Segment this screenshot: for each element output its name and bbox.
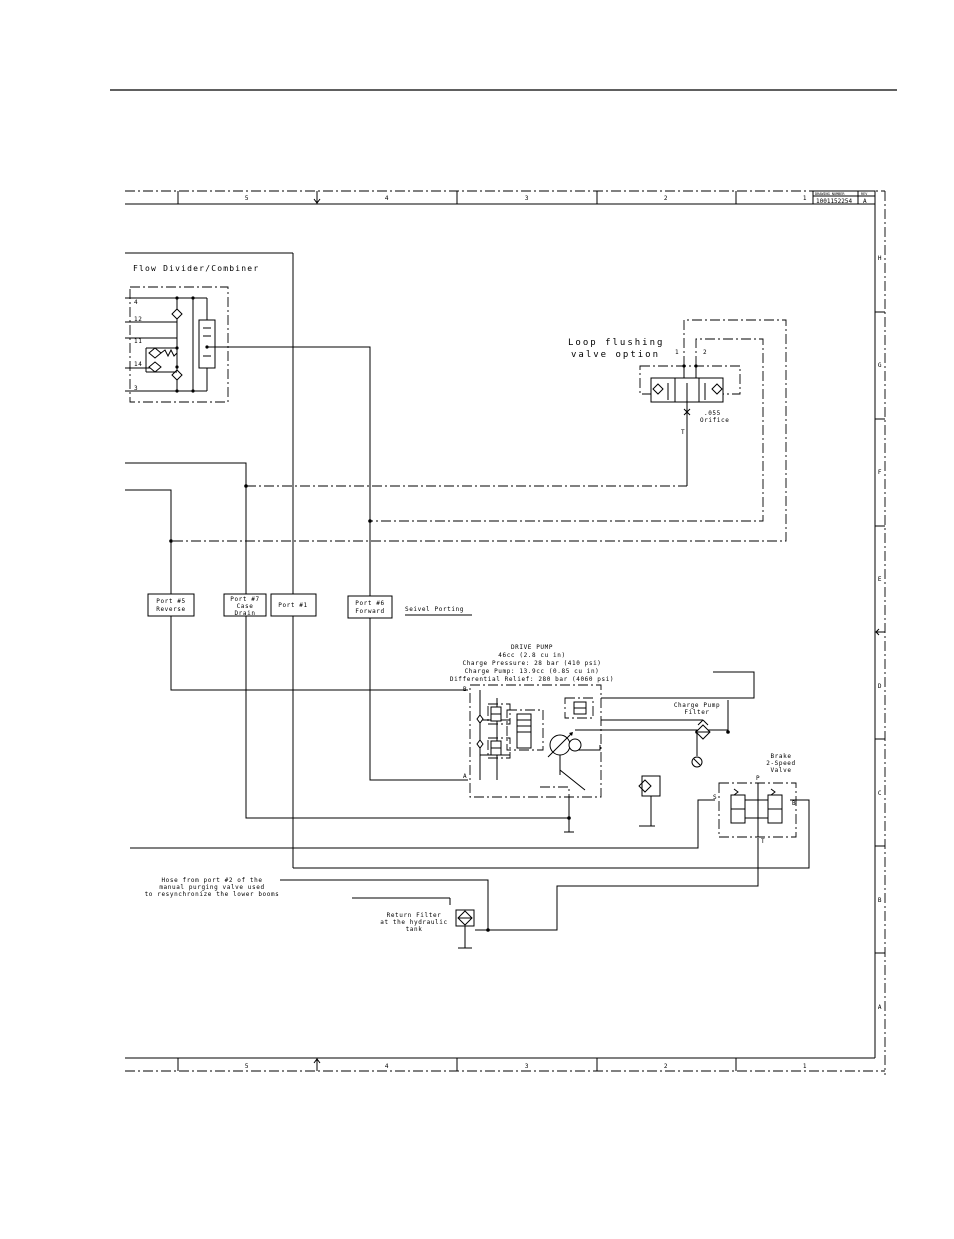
flow-divider-combiner: Flow Divider/Combiner 4 12 11 xyxy=(125,264,259,403)
flow-divider-port-label: 3 xyxy=(134,385,138,392)
return-filter: Return Filter at the hydraulic tank xyxy=(380,898,475,949)
flow-divider-port-label: 12 xyxy=(134,316,142,323)
row-label: G xyxy=(878,362,882,369)
hose-note-line2: manual purging valve used xyxy=(159,884,264,891)
port-boxes: Port #5 Reverse Port #7 Case Drain Port … xyxy=(147,593,472,619)
drive-pump-charge-pump: Charge Pump: 13.9cc (0.85 cu in) xyxy=(465,668,600,675)
column-label: 3 xyxy=(525,195,529,202)
column-labels-bottom: 5 4 3 2 1 xyxy=(245,1063,807,1070)
port-7-function-line2: Drain xyxy=(234,610,255,617)
brake-valve-label-line2: 2-Speed xyxy=(766,760,796,767)
row-label: H xyxy=(878,255,882,262)
drive-pump-displacement: 46cc (2.8 cu in) xyxy=(498,652,565,659)
revision-value: A xyxy=(863,198,867,205)
port-7-label: Port #7 xyxy=(230,596,260,603)
drawing-number: 1001152254 xyxy=(816,198,853,205)
port-6-function: Forward xyxy=(355,608,385,615)
column-label: 2 xyxy=(664,195,668,202)
row-label: F xyxy=(878,469,882,476)
orifice-label: Orifice xyxy=(700,417,730,424)
drive-pump-differential-relief: Differential Relief: 280 bar (4060 psi) xyxy=(450,676,614,683)
purging-hose-note: Hose from port #2 of the manual purging … xyxy=(145,877,280,898)
drawing-frame xyxy=(125,190,886,1075)
brake-port-b: B xyxy=(792,800,796,807)
pump-port-a: A xyxy=(463,773,467,780)
hose-note-line3: to resynchronize the lower booms xyxy=(145,891,280,898)
revision-label: REV xyxy=(861,192,868,196)
column-label: 2 xyxy=(664,1063,668,1070)
port-1-label: Port #1 xyxy=(278,602,308,609)
title-block: DRAWING NUMBER 1001152254 REV A xyxy=(812,190,876,205)
column-label: 5 xyxy=(245,195,249,202)
brake-valve-label: Brake xyxy=(770,753,791,760)
pilot-lines xyxy=(171,319,787,542)
return-filter-label: Return Filter xyxy=(387,912,442,919)
loop-flushing-title-line2: valve option xyxy=(571,350,660,360)
brake-port-p: P xyxy=(756,775,760,782)
drive-pump-title: DRIVE PUMP xyxy=(511,644,553,651)
loop-flushing-port1: 1 xyxy=(675,349,679,356)
brake-port-t: T xyxy=(761,838,765,845)
port-6-box xyxy=(347,595,393,619)
charge-filter-label: Charge Pump xyxy=(674,702,720,709)
column-label: 4 xyxy=(385,195,389,202)
port-5-function: Reverse xyxy=(156,606,186,613)
loop-flushing-valve: Loop flushing valve option 1 2 .055 Orif… xyxy=(568,338,741,486)
tank-port-label: T xyxy=(681,429,685,436)
brake-port-s: S xyxy=(713,794,717,801)
row-label: E xyxy=(878,576,882,583)
charge-filter-label-line2: Filter xyxy=(684,709,709,716)
brake-valve-label-line3: Valve xyxy=(770,767,791,774)
column-labels-top: 5 4 3 2 1 xyxy=(245,195,807,202)
flow-divider-port-label: 11 xyxy=(134,338,142,345)
row-label: A xyxy=(878,1004,882,1011)
port-7-function: Case xyxy=(237,603,254,610)
row-labels: H G F E D C B A xyxy=(878,255,882,1011)
column-label: 1 xyxy=(803,1063,807,1070)
drive-pump-charge-pressure: Charge Pressure: 28 bar (410 psi) xyxy=(462,660,601,667)
row-label: B xyxy=(878,897,882,904)
loop-flushing-port2: 2 xyxy=(703,349,707,356)
drawing-number-label: DRAWING NUMBER xyxy=(815,192,845,196)
port-6-label: Port #6 xyxy=(355,600,385,607)
brake-two-speed-valve: Brake 2-Speed Valve P T S B xyxy=(713,753,797,845)
pump-port-b: B xyxy=(463,686,467,693)
port-7-box xyxy=(223,593,267,617)
port-5-label: Port #5 xyxy=(156,598,186,605)
flow-divider-title: Flow Divider/Combiner xyxy=(133,264,259,273)
orifice-size: .055 xyxy=(704,410,721,417)
hose-note-line1: Hose from port #2 of the xyxy=(161,877,262,884)
main-piping xyxy=(125,252,810,932)
column-label: 4 xyxy=(385,1063,389,1070)
port-5-box xyxy=(147,593,195,617)
loop-flushing-title-line1: Loop flushing xyxy=(568,338,664,348)
port-1-box xyxy=(270,593,317,617)
row-label: C xyxy=(878,790,882,797)
drive-pump: DRIVE PUMP 46cc (2.8 cu in) Charge Press… xyxy=(450,644,614,833)
column-label: 1 xyxy=(803,195,807,202)
return-filter-label-line3: tank xyxy=(406,926,423,933)
column-label: 3 xyxy=(525,1063,529,1070)
charge-pump-filter: Charge Pump Filter xyxy=(638,702,720,827)
row-label: D xyxy=(878,683,882,690)
flow-divider-port-label: 4 xyxy=(134,299,138,306)
column-label: 5 xyxy=(245,1063,249,1070)
swivel-porting-label: Seivel Porting xyxy=(405,606,464,613)
flow-divider-port-label: 14 xyxy=(134,361,142,368)
return-filter-label-line2: at the hydraulic xyxy=(380,919,447,926)
